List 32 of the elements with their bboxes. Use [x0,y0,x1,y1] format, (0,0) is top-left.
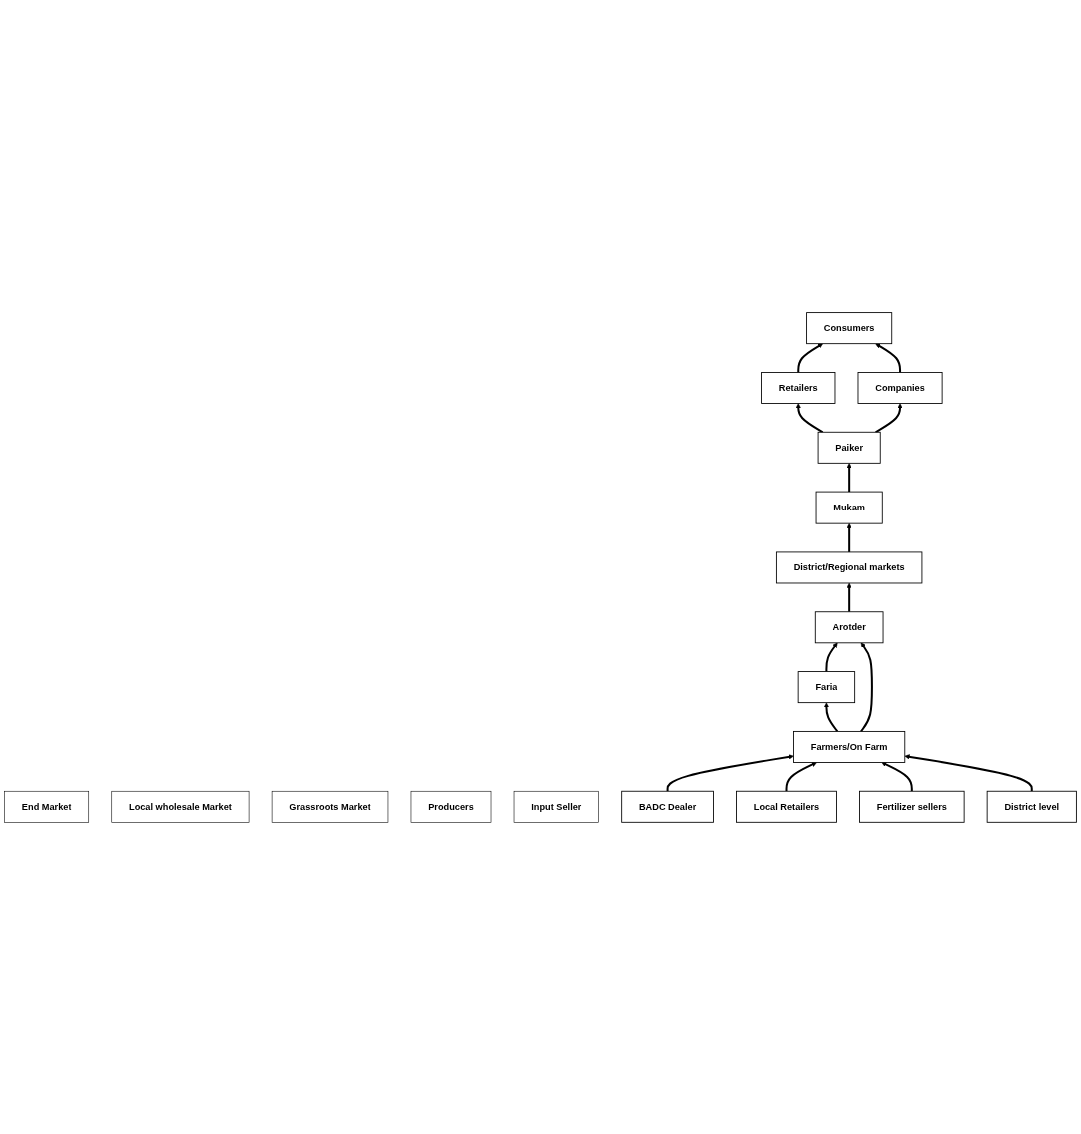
arrow [846,582,852,612]
arrow [797,343,823,372]
node-box: Faria [797,670,856,703]
node-box: Input Seller [513,790,599,823]
node-box: Consumers [806,311,893,344]
arrow [846,522,852,552]
arrow [795,402,824,433]
node-box: Farmers/On Farm [793,730,906,763]
arrow [825,642,838,672]
arrow [860,642,873,732]
node-box: Arotder [814,610,884,643]
node-box: Mukam [815,491,883,524]
node-box: Companies [857,371,943,404]
arrow [875,343,902,372]
arrow [823,701,839,732]
arrow [904,753,1033,791]
node-box: District level [986,790,1077,823]
arrow [666,753,794,791]
node-box: Retailers [761,371,836,404]
arrow [881,761,913,791]
arrow [785,761,817,791]
node-box: Producers [410,790,492,823]
node-box: Fertilizer sellers [859,790,965,823]
node-box: BADC Dealer [621,790,714,823]
node-box: Local wholesale Market [111,790,250,823]
node-box: Local Retailers [736,790,837,823]
arrow [875,402,903,433]
node-box: Grassroots Market [271,790,389,823]
node-box: End Market [4,790,90,823]
node-box: Paiker [817,431,881,464]
arrow [846,462,852,492]
node-box: District/Regional markets [775,551,923,583]
